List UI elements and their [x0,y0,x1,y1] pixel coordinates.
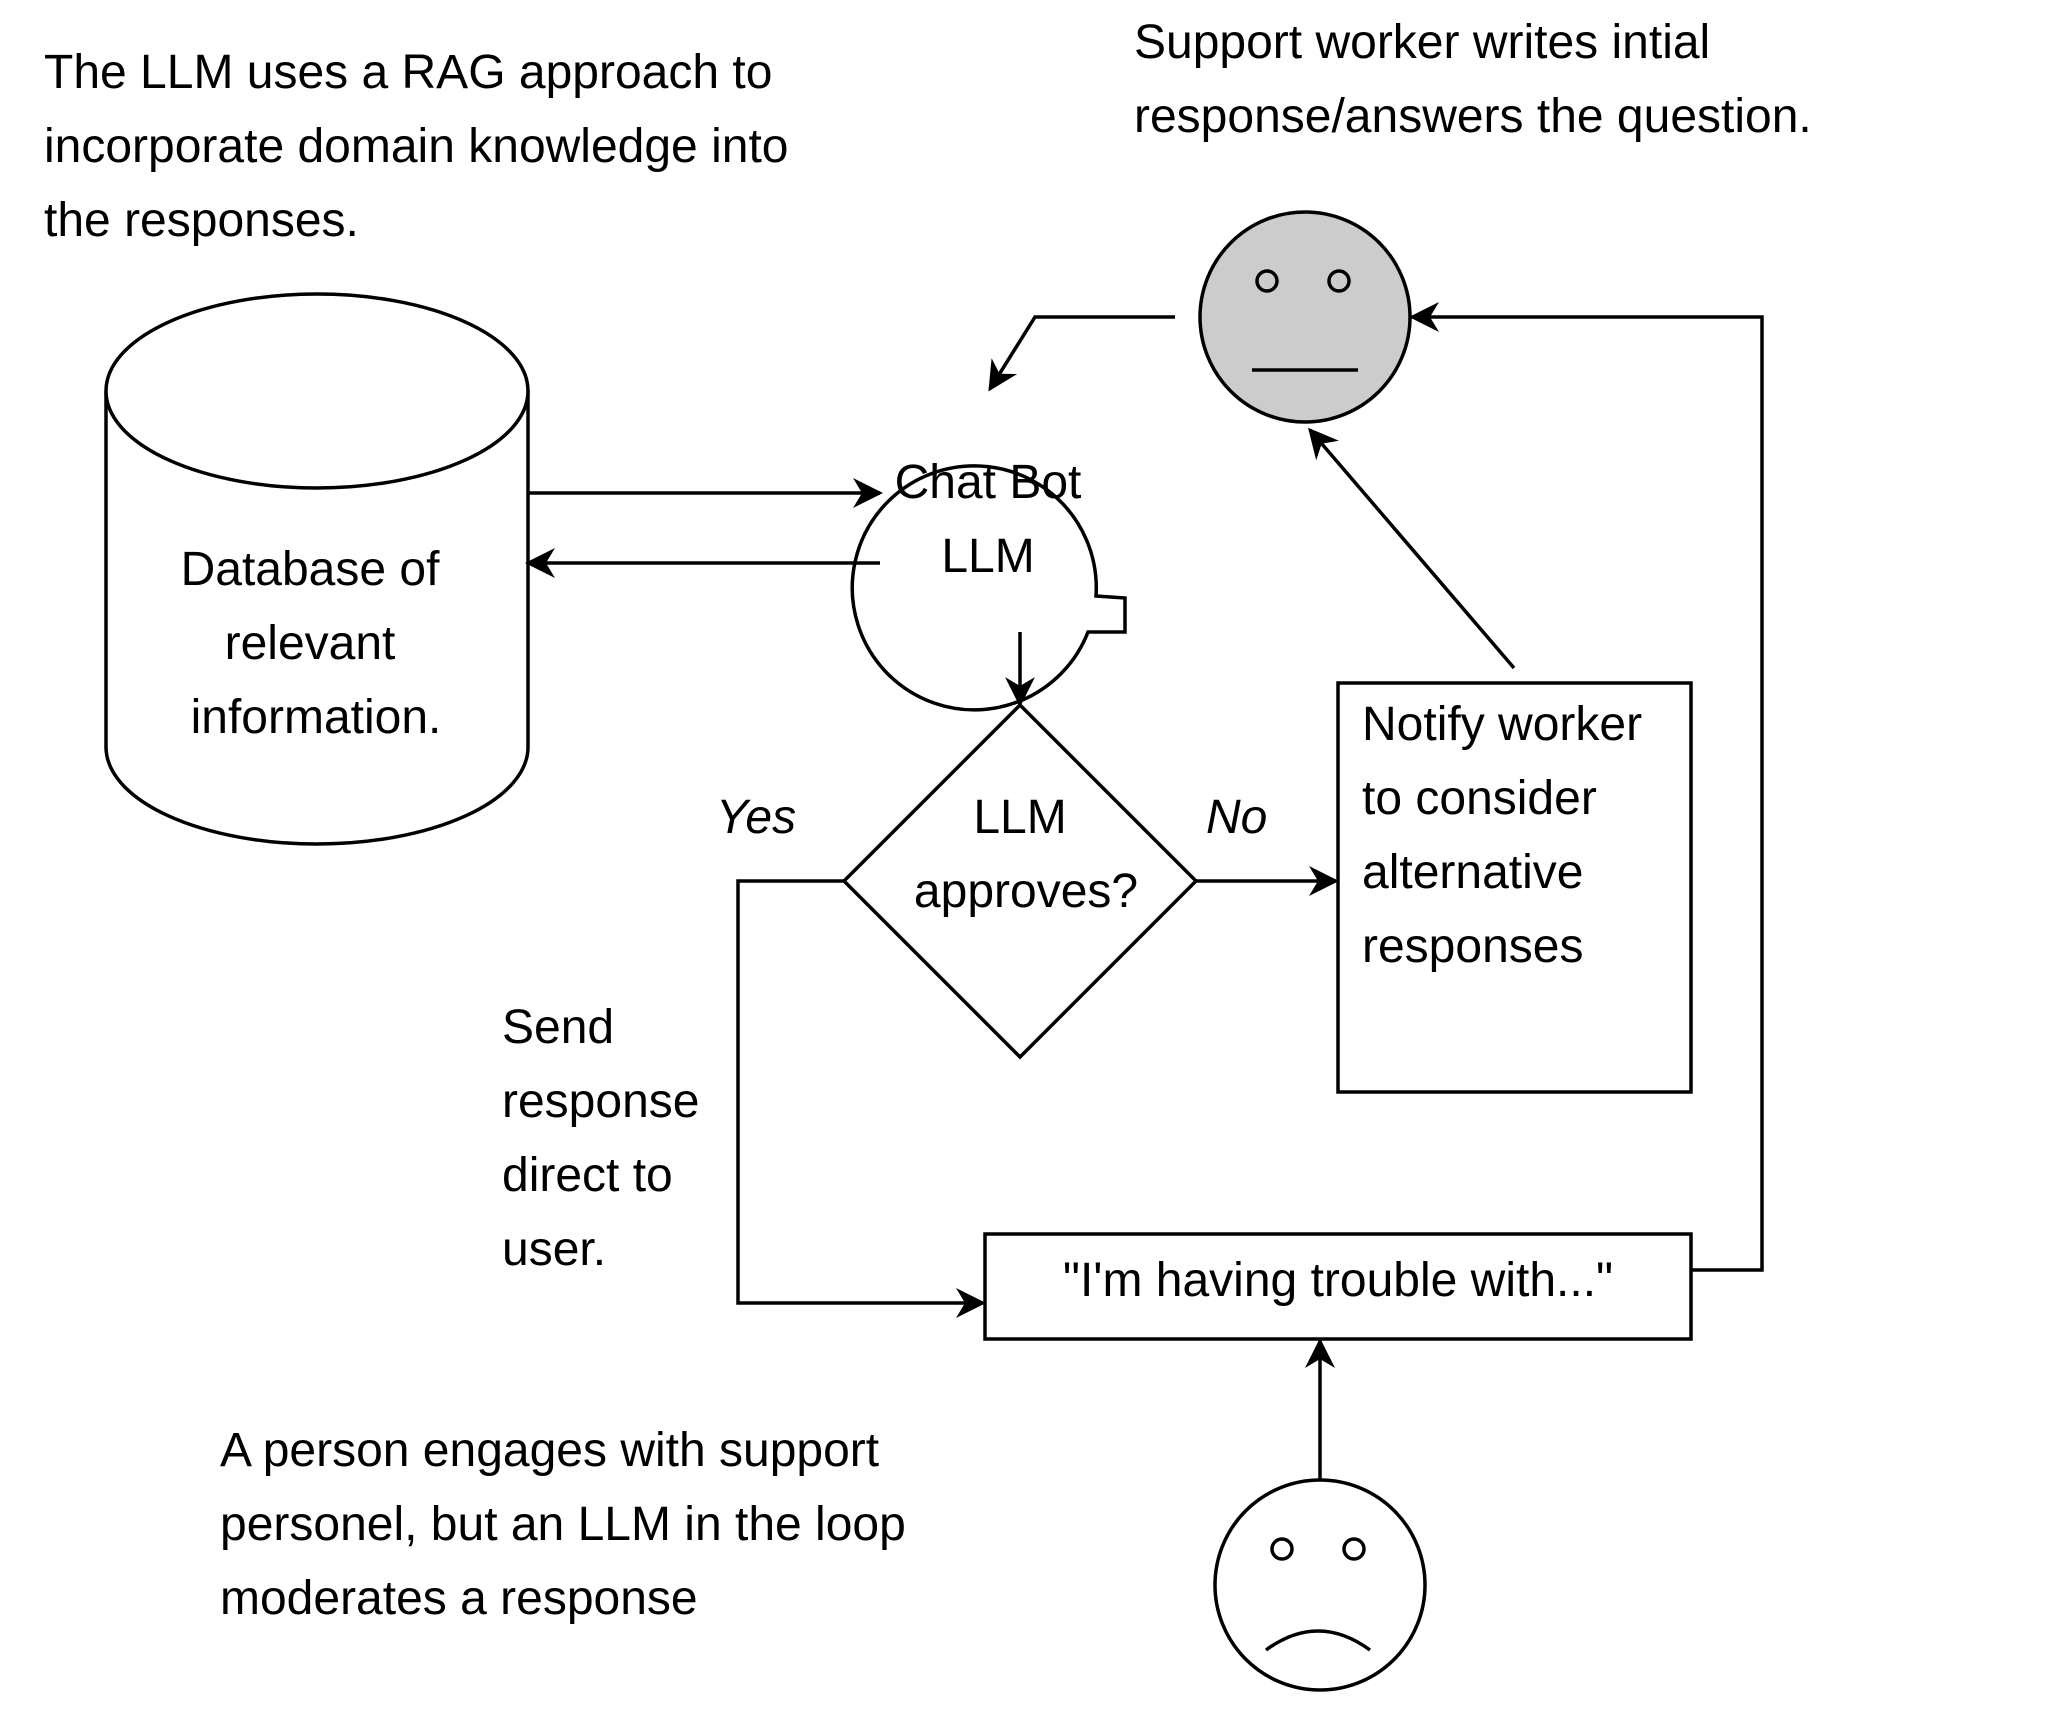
notify-label-line-4: responses [1362,920,1583,973]
database-label-line-2: relevant [225,617,396,670]
edge-worker-to-chatbot [988,315,1175,392]
rag-note-line-1: The LLM uses a RAG approach to [44,46,772,99]
user-message-box: "I'm having trouble with..." [983,1232,1693,1341]
chatbot-bubble: Chat Bot LLM [850,456,1127,712]
person-note-line-2: personel, but an LLM in the loop [220,1498,906,1551]
send-label-line-4: user. [502,1223,606,1276]
decision-label-line-1: LLM [973,791,1066,844]
rag-note-line-3: the responses. [44,194,359,247]
support-worker-note: Support worker writes intial response/an… [1134,16,1812,143]
notify-label-line-3: alternative [1362,846,1583,899]
rag-note-line-2: incorporate domain knowledge into [44,120,788,173]
database-cylinder: Database of relevant information. [104,292,530,846]
no-label: No [1206,791,1267,844]
yes-label: Yes [716,791,796,844]
neutral-face-icon [1198,210,1412,424]
chatbot-label-line-1: Chat Bot [895,456,1082,509]
approval-decision: LLM approves? [841,702,1199,1060]
edge-notify-to-worker [1308,427,1516,670]
rag-note: The LLM uses a RAG approach to incorpora… [44,46,788,247]
connectors [525,302,1764,1480]
sad-face-icon [1213,1478,1427,1692]
chatbot-label-line-2: LLM [941,530,1034,583]
send-label-line-1: Send [502,1001,614,1054]
person-note-line-3: moderates a response [220,1572,698,1625]
support-note-line-2: response/answers the question. [1134,90,1812,143]
send-response-label: Send response direct to user. [502,1001,699,1276]
send-label-line-3: direct to [502,1149,673,1202]
notify-worker-box: Notify worker to consider alternative re… [1336,681,1693,1094]
person-note: A person engages with support personel, … [220,1424,906,1625]
send-label-line-2: response [502,1075,699,1128]
edge-decision-yes [736,879,986,1318]
person-note-line-1: A person engages with support [220,1424,879,1477]
database-label-line-1: Database of [181,543,441,596]
edge-message-to-worker [1409,302,1764,1272]
user-message-text: "I'm having trouble with..." [1063,1254,1613,1307]
decision-label-line-2: approves? [914,865,1138,918]
support-note-line-1: Support worker writes intial [1134,16,1710,69]
notify-label-line-2: to consider [1362,772,1597,825]
notify-label-line-1: Notify worker [1362,698,1642,751]
database-label-line-3: information. [191,691,442,744]
